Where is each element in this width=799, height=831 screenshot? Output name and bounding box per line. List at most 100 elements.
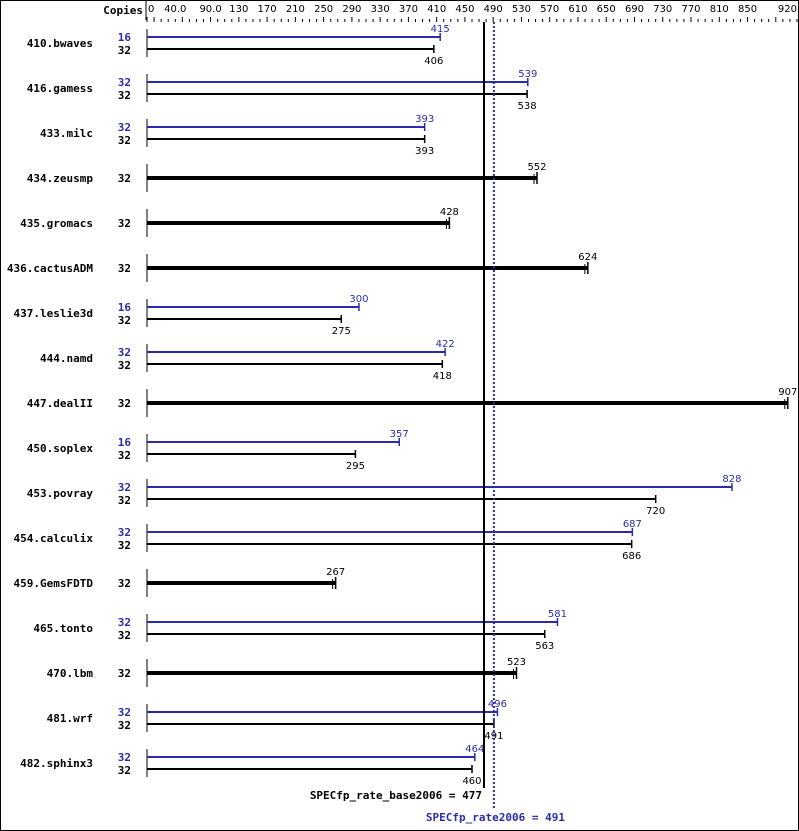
base-copies: 32 xyxy=(118,764,131,777)
base-value: 406 xyxy=(424,56,443,67)
base-copies: 32 xyxy=(118,89,131,102)
peak-copies: 32 xyxy=(118,481,131,494)
peak-copies: 16 xyxy=(118,301,132,314)
base-copies: 32 xyxy=(118,134,131,147)
base-value: 538 xyxy=(518,101,537,112)
base-value: 491 xyxy=(484,731,503,742)
base-copies: 32 xyxy=(118,217,131,230)
base-value: 460 xyxy=(462,776,481,787)
x-tick-label: 770 xyxy=(681,4,700,15)
base-reference-label: SPECfp_rate_base2006 = 477 xyxy=(310,789,482,802)
base-copies: 32 xyxy=(118,494,131,507)
base-value: 563 xyxy=(535,641,554,652)
x-tick-label: 730 xyxy=(653,4,672,15)
peak-copies: 16 xyxy=(118,436,132,449)
peak-value: 464 xyxy=(465,744,484,755)
peak-copies: 32 xyxy=(118,346,131,359)
x-tick-label: 610 xyxy=(568,4,587,15)
base-value: 624 xyxy=(578,252,597,263)
base-copies: 32 xyxy=(118,262,131,275)
base-copies: 32 xyxy=(118,397,131,410)
benchmark-name: 482.sphinx3 xyxy=(20,757,93,770)
peak-copies: 32 xyxy=(118,616,131,629)
peak-copies: 32 xyxy=(118,526,131,539)
base-copies: 32 xyxy=(118,577,131,590)
x-tick-label: 410 xyxy=(427,4,446,15)
base-value: 523 xyxy=(507,657,526,668)
base-value: 907 xyxy=(778,387,797,398)
benchmark-row: 447.dealII 32 907 xyxy=(27,387,797,417)
benchmark-row: 459.GemsFDTD 32 267 xyxy=(14,567,345,597)
peak-reference-label: SPECfp_rate2006 = 491 xyxy=(426,811,565,824)
base-value: 267 xyxy=(326,567,345,578)
base-copies: 32 xyxy=(118,172,131,185)
peak-copies: 32 xyxy=(118,751,131,764)
x-tick-label: 810 xyxy=(710,4,729,15)
benchmark-row: 434.zeusmp 32 552 xyxy=(27,162,547,192)
benchmark-name: 416.gamess xyxy=(27,82,93,95)
base-value: 295 xyxy=(346,461,365,472)
peak-value: 300 xyxy=(349,294,368,305)
peak-copies: 32 xyxy=(118,76,131,89)
base-copies: 32 xyxy=(118,719,131,732)
x-tick-label: 130 xyxy=(229,4,248,15)
base-copies: 32 xyxy=(118,449,131,462)
x-tick-label: 250 xyxy=(314,4,333,15)
base-value: 418 xyxy=(433,371,452,382)
benchmark-name: 437.leslie3d xyxy=(14,307,93,320)
base-value: 393 xyxy=(415,146,434,157)
x-tick-label: 530 xyxy=(512,4,531,15)
peak-value: 539 xyxy=(518,69,537,80)
peak-value: 581 xyxy=(548,609,567,620)
x-tick-label: 90.0 xyxy=(199,4,221,15)
x-tick-label: 690 xyxy=(625,4,644,15)
base-value: 428 xyxy=(440,207,459,218)
benchmark-name: 447.dealII xyxy=(27,397,93,410)
base-value: 720 xyxy=(646,506,665,517)
base-value: 552 xyxy=(527,162,546,173)
benchmark-name: 450.soplex xyxy=(27,442,94,455)
benchmark-name: 436.cactusADM xyxy=(7,262,93,275)
base-copies: 32 xyxy=(118,44,131,57)
axis-header: Copies xyxy=(103,4,143,17)
benchmark-name: 444.namd xyxy=(40,352,93,365)
x-tick-label: 330 xyxy=(371,4,390,15)
peak-value: 422 xyxy=(436,339,455,350)
peak-value: 393 xyxy=(415,114,434,125)
base-copies: 32 xyxy=(118,314,131,327)
base-value: 686 xyxy=(622,551,641,562)
peak-copies: 32 xyxy=(118,121,131,134)
base-copies: 32 xyxy=(118,629,131,642)
peak-value: 357 xyxy=(390,429,409,440)
peak-value: 415 xyxy=(431,24,450,35)
x-tick-label: 850 xyxy=(738,4,757,15)
benchmark-name: 433.milc xyxy=(40,127,93,140)
x-tick-label: 170 xyxy=(258,4,277,15)
benchmark-name: 434.zeusmp xyxy=(27,172,94,185)
x-tick-label: 650 xyxy=(597,4,616,15)
benchmark-name: 459.GemsFDTD xyxy=(14,577,94,590)
x-tick-label: 0 xyxy=(148,4,154,15)
x-tick-label: 40.0 xyxy=(164,4,186,15)
peak-value: 828 xyxy=(722,474,741,485)
peak-value: 496 xyxy=(488,699,507,710)
x-tick-label: 450 xyxy=(455,4,474,15)
x-tick-label: 210 xyxy=(286,4,305,15)
base-copies: 32 xyxy=(118,359,131,372)
benchmark-name: 465.tonto xyxy=(33,622,93,635)
peak-copies: 16 xyxy=(118,31,132,44)
x-tick-label: 370 xyxy=(399,4,418,15)
